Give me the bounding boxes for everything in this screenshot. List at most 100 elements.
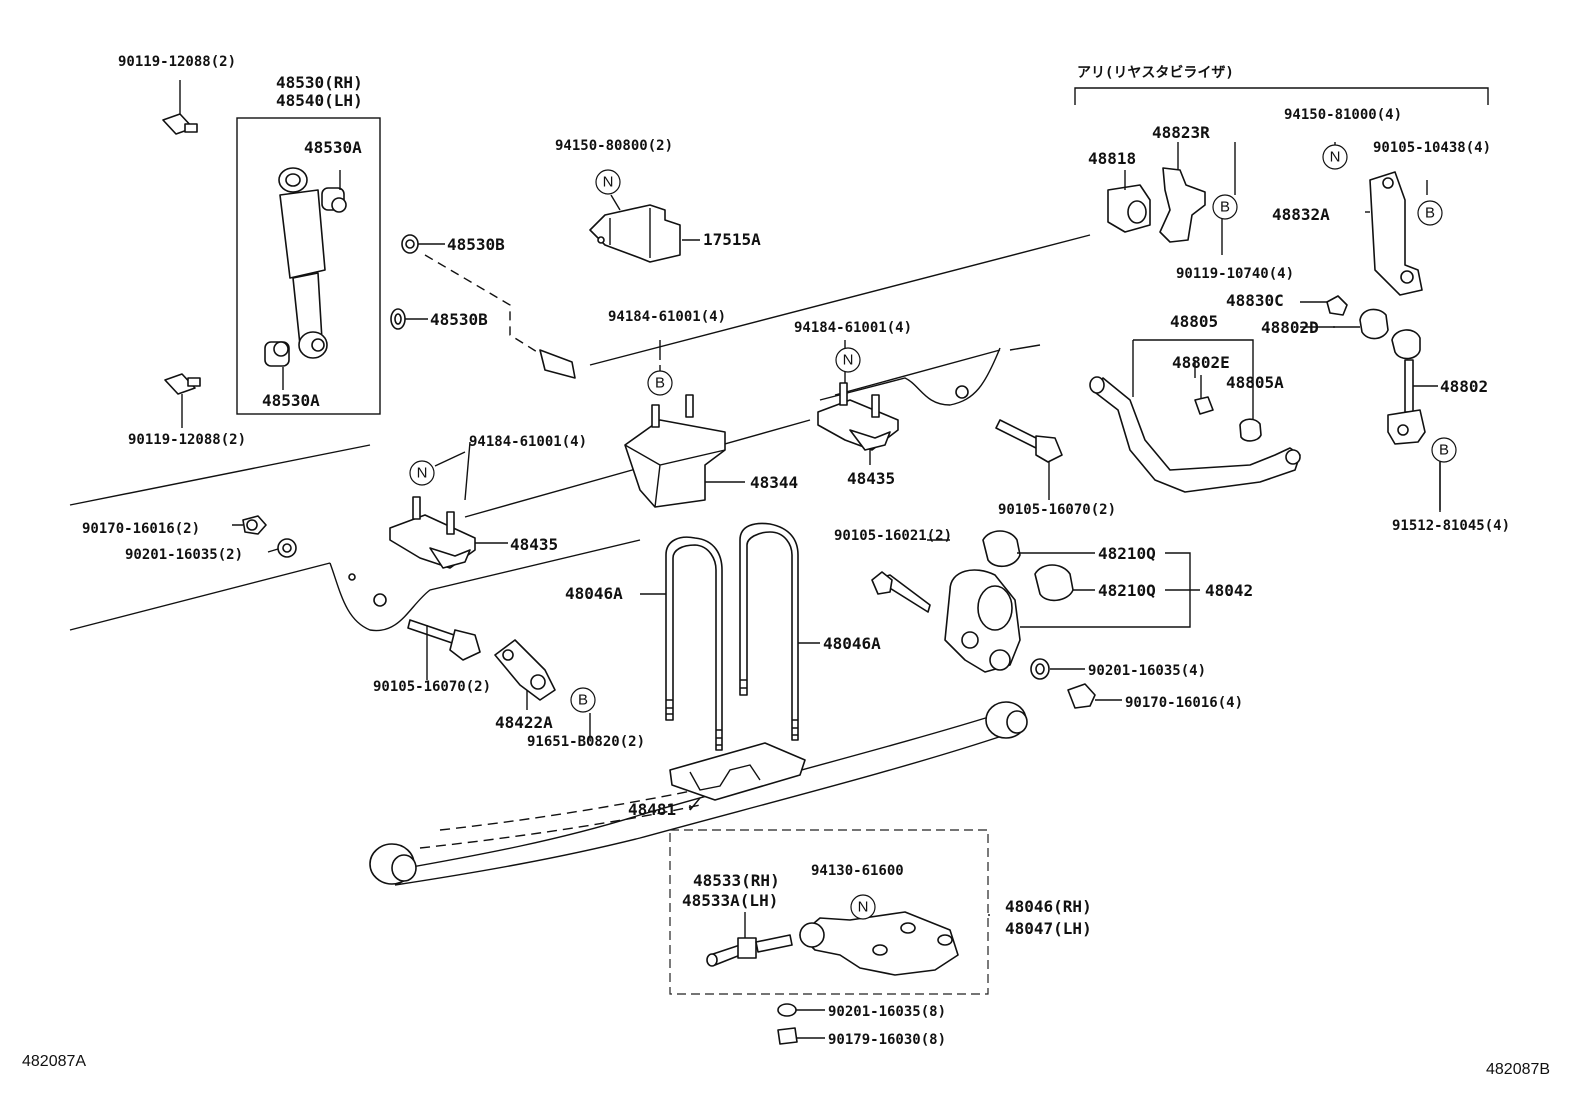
label-bushing-48210q-b: 48210Q (1098, 581, 1156, 600)
bolt-shock-lower-icon (164, 373, 196, 395)
label-shock-rh: 48530(RH) (276, 73, 363, 92)
bolt-90105-16070-right-icon (995, 419, 1063, 500)
label-washer-48530b-lower: 48530B (430, 310, 488, 329)
label-bumper-48435-right: 48435 (847, 469, 895, 488)
label-ubolt-48046a-right: 48046A (823, 634, 881, 653)
label-bumper-48344: 48344 (750, 473, 798, 492)
label-bolt-90105-16070-left: 90105-16070(2) (373, 679, 491, 695)
bushing-48830c-icon (1326, 295, 1348, 316)
label-nut-91512-81045: 91512-81045(4) (1392, 518, 1510, 534)
part-labels: 90119-12088(2) 48530(RH) 48540(LH) 48530… (22, 54, 1550, 1078)
leader-lines (589, 713, 691, 810)
label-bushing-48802d: 48802D (1261, 318, 1319, 337)
extra-leaders (434, 142, 1441, 512)
label-ubolt-48046a-left: 48046A (565, 584, 623, 603)
frame-hole-left (373, 593, 387, 607)
label-bolt-shock-upper: 90119-12088(2) (118, 54, 236, 70)
label-nut-94184-mid: 94184-61001(4) (794, 320, 912, 336)
label-bolt-91651-b0820: 91651-B0820(2) (527, 734, 645, 750)
bushing-48802d-icon (1359, 308, 1389, 340)
label-bushing-48210q-a: 48210Q (1098, 544, 1156, 563)
bushing-48210q-b-icon (1034, 564, 1074, 602)
leaf-spring (369, 701, 1028, 886)
badge-n-17515: N (595, 169, 621, 195)
bolt-90105-16070-left-icon (407, 619, 481, 680)
label-nut-90170-16016-left: 90170-16016(2) (82, 521, 200, 537)
nut-bottom-icon (777, 1027, 798, 1045)
stabilizer-group (1074, 87, 1489, 510)
svg-text:B: B (1220, 199, 1230, 216)
label-bolt-90105-16021: 90105-16021(2) (834, 528, 952, 544)
label-bushing-48802e: 48802E (1172, 353, 1230, 372)
label-washer-90201-16035-bottom: 90201-16035(8) (828, 1004, 946, 1020)
svg-text:B: B (655, 375, 665, 392)
corner-id-left: 482087A (22, 1053, 86, 1070)
svg-text:B: B (1425, 205, 1435, 222)
label-bushing-48530a-lower: 48530A (262, 391, 320, 410)
frame-hole-right (955, 385, 969, 399)
seat-48481-icon (669, 742, 806, 811)
label-link-48802: 48802 (1440, 377, 1488, 396)
shock-pin-icon (539, 349, 576, 379)
label-bracket-48832a: 48832A (1272, 205, 1330, 224)
label-nut-94184-upper: 94184-61001(4) (608, 309, 726, 325)
badge-b-48344: B (647, 370, 673, 396)
washer-bottom-icon (777, 1003, 797, 1017)
badge-b-91512: B (1431, 437, 1457, 463)
label-stab-bar-48805: 48805 (1170, 312, 1218, 331)
label-bushing-48818: 48818 (1088, 149, 1136, 168)
frame-hole-small (348, 573, 356, 581)
hanger-group (669, 829, 990, 1045)
bracket-17515a-icon (589, 194, 700, 263)
nut-washer-left-icons (232, 515, 297, 558)
label-bolt-90105-10438: 90105-10438(4) (1373, 140, 1491, 156)
link-48802-icon (1391, 329, 1421, 360)
label-leaf-48047-lh: 48047(LH) (1005, 919, 1092, 938)
svg-text:N: N (843, 352, 854, 369)
label-bumper-48435-left: 48435 (510, 535, 558, 554)
label-bolt-shock-lower: 90119-12088(2) (128, 432, 246, 448)
label-shock-lh: 48540(LH) (276, 91, 363, 110)
label-bracket-17515a: 17515A (703, 230, 761, 249)
badge-n-94130: N (850, 894, 876, 920)
label-bushing-48530a-upper: 48530A (304, 138, 362, 157)
label-leaf-48046-rh: 48046(RH) (1005, 897, 1092, 916)
label-shackle-48042: 48042 (1205, 581, 1253, 600)
label-bushing-48830c: 48830C (1226, 291, 1284, 310)
bracket-48832a-icon (1369, 171, 1423, 296)
label-bracket-48823r: 48823R (1152, 123, 1210, 142)
label-seat-48481: 48481 (628, 800, 676, 819)
svg-text:B: B (578, 692, 588, 709)
chassis-frame-lines (69, 234, 1091, 632)
ubolt-48046a-icons (640, 522, 820, 751)
label-pin-48533-rh: 48533(RH) (693, 871, 780, 890)
badge-n-94150: N (1322, 144, 1348, 170)
label-nut-94150-81000: 94150-81000(4) (1284, 107, 1402, 123)
svg-text:N: N (417, 465, 428, 482)
bushing-48210q-a-icon (982, 530, 1021, 568)
shock-frame-box (236, 117, 381, 415)
bumper-48435-right-icon (817, 360, 899, 465)
badge-b-91651: B (570, 687, 596, 713)
label-bolt-90105-16070-right: 90105-16070(2) (998, 502, 1116, 518)
shackle-48042-group (871, 530, 1200, 709)
stab-bar-48805-icon (1091, 377, 1301, 493)
corner-id-right: 482087B (1486, 1061, 1550, 1078)
label-bolt-17515-n: 94150-80800(2) (555, 138, 673, 154)
bushing-48805a-icon (1239, 418, 1262, 442)
label-nut-90179-16030: 90179-16030(8) (828, 1032, 946, 1048)
label-washer-90201-16035-left: 90201-16035(2) (125, 547, 243, 563)
label-nut-90170-16016-right: 90170-16016(4) (1125, 695, 1243, 711)
bracket-48823r-icon (1159, 167, 1206, 243)
hanger-dashed-frame (669, 829, 989, 995)
stabilizer-bracket-line (1074, 87, 1489, 105)
hanger-48046-icon (799, 911, 959, 976)
badge-b-90119-10740: B (1212, 194, 1238, 220)
svg-text:B: B (1439, 442, 1449, 459)
bushing-48802e-icon (1194, 396, 1214, 415)
label-bushing-48805a: 48805A (1226, 373, 1284, 392)
bumper-48435-left-icon (389, 441, 508, 569)
label-nut-94130-61600: 94130-61600 (811, 863, 904, 879)
nut-right-icon (1067, 683, 1096, 709)
